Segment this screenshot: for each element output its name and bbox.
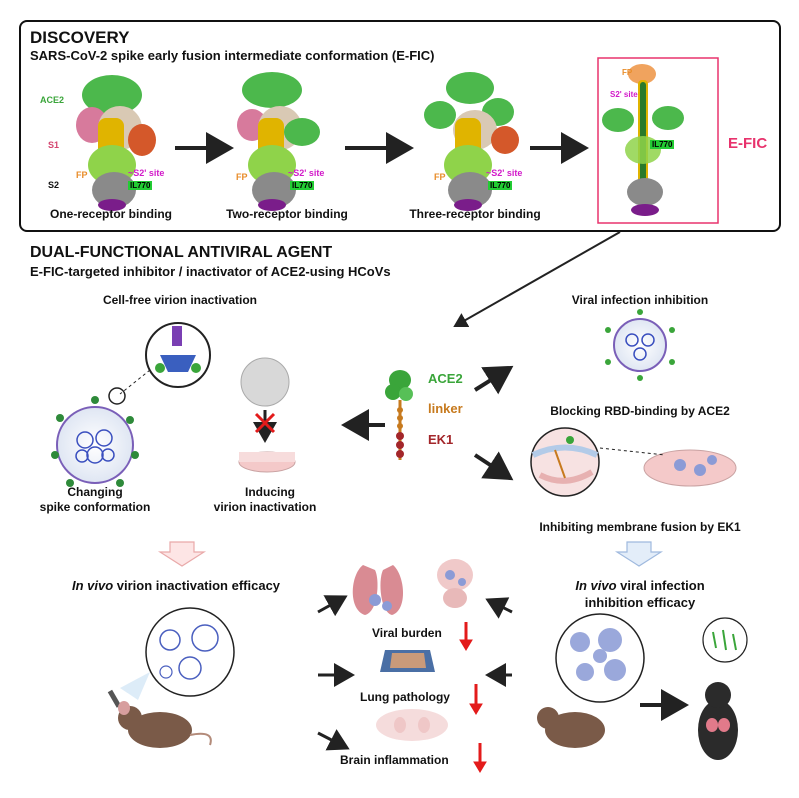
label-fp-1: FP	[76, 170, 88, 180]
label-s2site-3: ~S2' site	[486, 168, 523, 178]
invivo-right-rest: viral infection	[616, 578, 705, 593]
stage-caption-3: Three-receptor binding	[409, 207, 541, 221]
mouse-right-left-icon	[545, 712, 605, 748]
tissue-slide-icon	[380, 650, 435, 672]
molecule-ace2-label: ACE2	[428, 371, 463, 386]
viral-inhibition-down-arrow	[614, 541, 664, 567]
label-fp-2: FP	[236, 172, 248, 182]
discovery-subheading: SARS-CoV-2 spike early fusion intermedia…	[30, 48, 435, 63]
label-s2site-efic: S2' site	[610, 90, 638, 99]
molecule-downright-arrow	[473, 451, 514, 481]
inactivated-virion-icon	[240, 357, 290, 407]
label-fp-efic: FP	[622, 68, 633, 77]
label-s2site-1: ~S2' site	[128, 168, 165, 178]
invivo-left-rest: virion inactivation efficacy	[113, 578, 281, 593]
molecule-ek1-label: EK1	[428, 432, 454, 447]
cell-free-caption-right-2: virion inactivation	[213, 500, 317, 514]
label-s2site-2: ~S2' site	[288, 168, 325, 178]
invivo-right-title-line2: inhibition efficacy	[584, 595, 696, 610]
cell-free-caption-right-1: Inducing	[245, 485, 295, 499]
spike-structure-2	[237, 72, 320, 211]
cell-free-caption-left-1: Changing	[67, 485, 123, 499]
invivo-right-italic: In vivo	[575, 578, 617, 593]
invivo-left-italic: In vivo	[71, 578, 114, 593]
blocked-virion-icon	[613, 318, 667, 372]
lungs-icon	[352, 565, 404, 615]
molecule-upright-arrow	[473, 365, 514, 395]
molecule-linker-label: linker	[428, 401, 463, 416]
label-il770-1: IL770	[128, 181, 153, 190]
right-to-viral-burden-arrow	[485, 597, 513, 619]
label-s1: S1	[48, 140, 60, 150]
mouse-upright-icon	[698, 700, 738, 760]
blocking-caption: Blocking RBD-binding by ACE2	[550, 404, 730, 418]
brain-icon	[437, 559, 473, 608]
cell-free-caption-left-2: spike conformation	[39, 500, 151, 514]
stage-caption-2: Two-receptor binding	[226, 207, 348, 221]
efic-structure	[602, 64, 684, 216]
stage-caption-1: One-receptor binding	[49, 207, 172, 221]
virion-icon	[56, 406, 134, 484]
left-to-brain-arrow	[317, 729, 350, 751]
label-il770-3: IL770	[488, 181, 513, 190]
agent-subheading: E-FIC-targeted inhibitor / inactivator o…	[30, 264, 391, 279]
label-s2: S2	[48, 180, 60, 190]
spike-structure-1	[76, 75, 156, 211]
efic-to-agent-arrow	[453, 231, 621, 328]
invivo-left-title: In vivo virion inactivation efficacy	[32, 578, 320, 593]
label-il770-efic: IL770	[650, 140, 675, 149]
cell-free-title: Cell-free virion inactivation	[102, 293, 258, 307]
dropper-icon	[107, 689, 122, 708]
outcome-viral-burden: Viral burden	[372, 626, 442, 640]
cell-free-down-arrow	[157, 541, 207, 567]
inhibiting-caption: Inhibiting membrane fusion by EK1	[539, 520, 741, 534]
label-fp-3: FP	[434, 172, 446, 182]
ace2-linker-ek1-molecule	[385, 370, 413, 460]
label-il770-2: IL770	[290, 181, 315, 190]
spike-structure-3	[424, 72, 519, 211]
agent-heading: DUAL-FUNCTIONAL ANTIVIRAL AGENT	[30, 244, 333, 261]
discovery-heading: DISCOVERY	[30, 28, 130, 47]
mouse-left-icon	[128, 712, 192, 748]
invivo-right-title-line1: In vivo viral infection	[515, 578, 765, 593]
brain-section-icon	[376, 709, 448, 741]
outcome-brain-inflammation: Brain inflammation	[340, 753, 449, 767]
viral-inhibition-title: Viral infection inhibition	[571, 293, 709, 307]
outcome-lung-pathology: Lung pathology	[360, 690, 450, 704]
efic-label: E-FIC	[728, 135, 768, 152]
label-ace2: ACE2	[40, 95, 65, 105]
left-to-viral-burden-arrow	[317, 595, 348, 617]
